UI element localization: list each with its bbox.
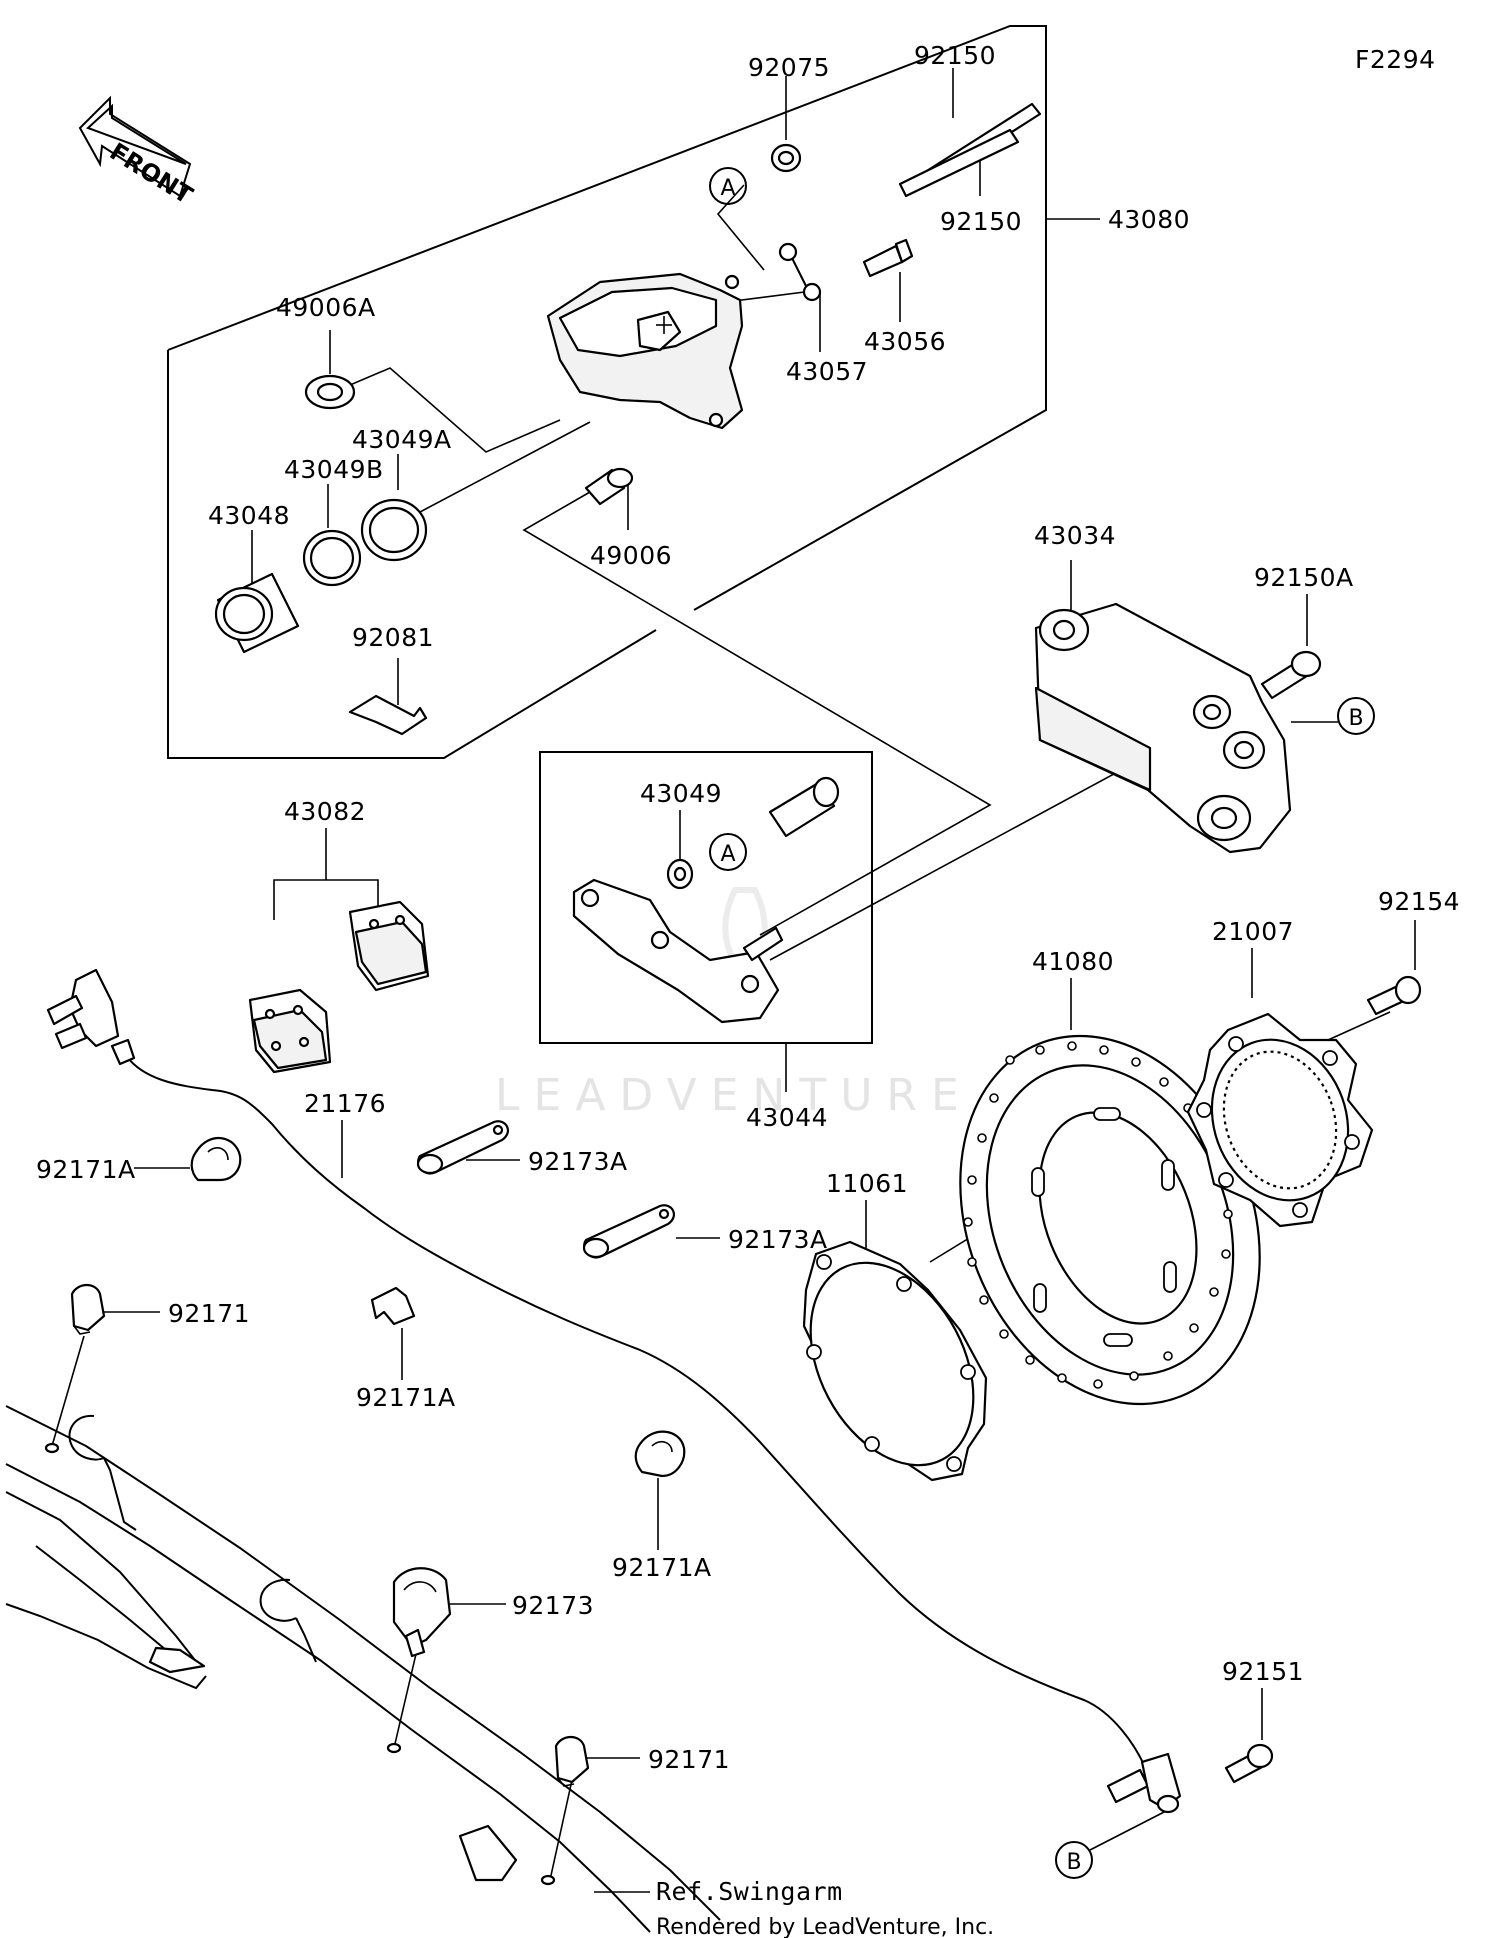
label-92150-bottom: 92150: [940, 207, 1022, 236]
label-92150A: 92150A: [1254, 563, 1354, 592]
pin-92150-icon: [898, 102, 1042, 198]
clamp-92171A-2-icon: [370, 1286, 416, 1326]
diagram-code: F2294: [1355, 45, 1436, 74]
clip-92171-2-icon: [554, 1735, 590, 1787]
bleeder-valve-43056-icon: [862, 238, 914, 278]
label-49006: 49006: [590, 541, 672, 570]
label-92150-top: 92150: [914, 41, 996, 70]
sensor-lead-21176-icon: [46, 968, 1149, 1775]
clamp-92171A-1-icon: [190, 1136, 242, 1182]
label-92171A-1: 92171A: [36, 1155, 136, 1184]
piston-43048-icon: [214, 572, 300, 654]
label-92171A-2: 92171A: [356, 1383, 456, 1412]
callout-b-sensor-label: B: [1066, 1850, 1081, 1875]
clip-92081-icon: [348, 694, 428, 736]
clamp-92173A-1-icon: [416, 1120, 509, 1175]
label-92171A-3: 92171A: [612, 1553, 712, 1582]
label-43044: 43044: [746, 1103, 828, 1132]
brake-disc-41080-icon: [959, 1034, 1261, 1406]
credit-text: Rendered by LeadVenture, Inc.: [656, 1915, 994, 1938]
label-43049B: 43049B: [284, 455, 384, 484]
gasket-11061-icon: [802, 1240, 988, 1482]
label-43048: 43048: [208, 501, 290, 530]
bolt-49006-icon: [584, 467, 634, 506]
label-49006A: 49006A: [276, 293, 376, 322]
caliper-body-icon: [546, 272, 744, 430]
label-43057: 43057: [786, 357, 868, 386]
ref-swingarm-label: Ref.Swingarm: [656, 1877, 843, 1906]
label-92173A-1: 92173A: [528, 1147, 628, 1176]
swingarm-reference-icon: [5, 1405, 721, 1933]
clamp-92171A-3-icon: [634, 1430, 686, 1478]
label-43056: 43056: [864, 327, 946, 356]
label-92173: 92173: [512, 1591, 594, 1620]
label-43049: 43049: [640, 779, 722, 808]
bleeder-cap-43057-icon: [778, 242, 822, 302]
callout-a-top-label: A: [720, 176, 735, 201]
seal-43049A-icon: [360, 498, 428, 562]
seal-43049B-icon: [302, 529, 362, 587]
watermark-text: LEADVENTURE: [495, 1070, 973, 1121]
label-43082: 43082: [284, 797, 366, 826]
label-21176: 21176: [304, 1089, 386, 1118]
front-label: FRONT: [105, 137, 198, 210]
brake-pads-43082-icon: [248, 900, 430, 1074]
callout-a-bracket: A: [709, 833, 747, 871]
label-43049A: 43049A: [352, 425, 452, 454]
label-92171-1: 92171: [168, 1299, 250, 1328]
bolt-92150A-icon: [1260, 650, 1322, 700]
label-11061: 11061: [826, 1169, 908, 1198]
label-92075: 92075: [748, 53, 830, 82]
label-43034: 43034: [1034, 521, 1116, 550]
label-43080: 43080: [1108, 205, 1190, 234]
bracket-box: [539, 751, 873, 1044]
clip-92171-1-icon: [70, 1283, 106, 1335]
clamp-92173A-2-icon: [582, 1204, 675, 1259]
label-92173A-2: 92173A: [728, 1225, 828, 1254]
label-92171-2: 92171: [648, 1745, 730, 1774]
label-92151: 92151: [1222, 1657, 1304, 1686]
label-92081: 92081: [352, 623, 434, 652]
caliper-assembly-box: [167, 25, 1047, 759]
washer-43049-icon: [666, 858, 694, 890]
watermark: LEADVENTURE: [495, 887, 973, 1121]
callout-b-support: B: [1337, 697, 1375, 735]
wheel-sensor-icon: [1106, 1752, 1182, 1814]
bolt-92151-icon: [1224, 1743, 1274, 1784]
part-labels: 92075 92150 92150 43080 49006A 43057 430…: [36, 41, 1460, 1774]
callout-b-sensor: B: [1055, 1841, 1093, 1879]
callout-a-top: A: [709, 167, 747, 205]
front-arrow-icon: FRONT: [78, 95, 198, 210]
callout-b-support-label: B: [1348, 706, 1363, 731]
brake-support-43034-icon: [1034, 602, 1292, 854]
bracket-43044-icon: [572, 878, 784, 1024]
label-41080: 41080: [1032, 947, 1114, 976]
callout-a-bracket-label: A: [720, 842, 735, 867]
sensor-rotor-21007-icon: [1186, 1012, 1374, 1228]
boot-49006A-icon: [304, 374, 356, 410]
bolt-92154-icon: [1366, 975, 1422, 1016]
clamp-92173-icon: [392, 1567, 452, 1658]
label-92154: 92154: [1378, 887, 1460, 916]
seal-92075-icon: [770, 143, 802, 173]
label-21007: 21007: [1212, 917, 1294, 946]
bracket-pin-icon: [768, 776, 840, 838]
